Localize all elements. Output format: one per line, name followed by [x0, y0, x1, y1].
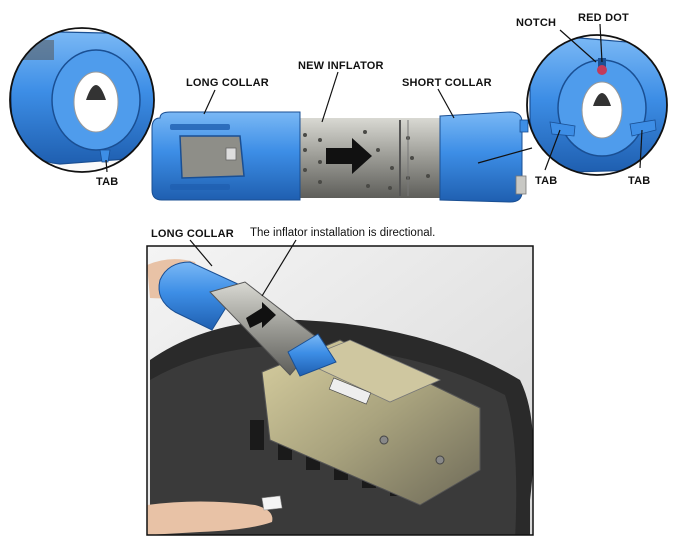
red-dot-icon	[597, 65, 607, 75]
tab-label-right-2: TAB	[628, 175, 651, 187]
top-leader-lines	[105, 23, 643, 173]
red-dot-label: RED DOT	[578, 12, 629, 24]
tab-label-right-1: TAB	[535, 175, 558, 187]
short-collar-label: SHORT COLLAR	[402, 77, 492, 89]
short-collar	[439, 111, 523, 203]
photo-direction-arrow-icon	[246, 302, 276, 328]
photo-frame	[146, 245, 534, 536]
inflator-bracket	[261, 339, 481, 506]
new-inflator-label: NEW INFLATOR	[298, 60, 384, 72]
installation-photo	[146, 245, 534, 536]
short-collar-end-detail	[526, 34, 668, 176]
directional-note: The inflator installation is directional…	[250, 227, 436, 239]
bottom-leader-lines	[189, 239, 297, 297]
long-collar-label: LONG COLLAR	[186, 77, 269, 89]
notch-label: NOTCH	[516, 17, 557, 29]
long-collar-photo-label: LONG COLLAR	[151, 228, 234, 240]
tab-label-left: TAB	[96, 176, 119, 188]
inflator-holes	[303, 130, 430, 190]
inflator-assembly	[151, 111, 529, 203]
direction-arrow-icon	[326, 138, 372, 174]
